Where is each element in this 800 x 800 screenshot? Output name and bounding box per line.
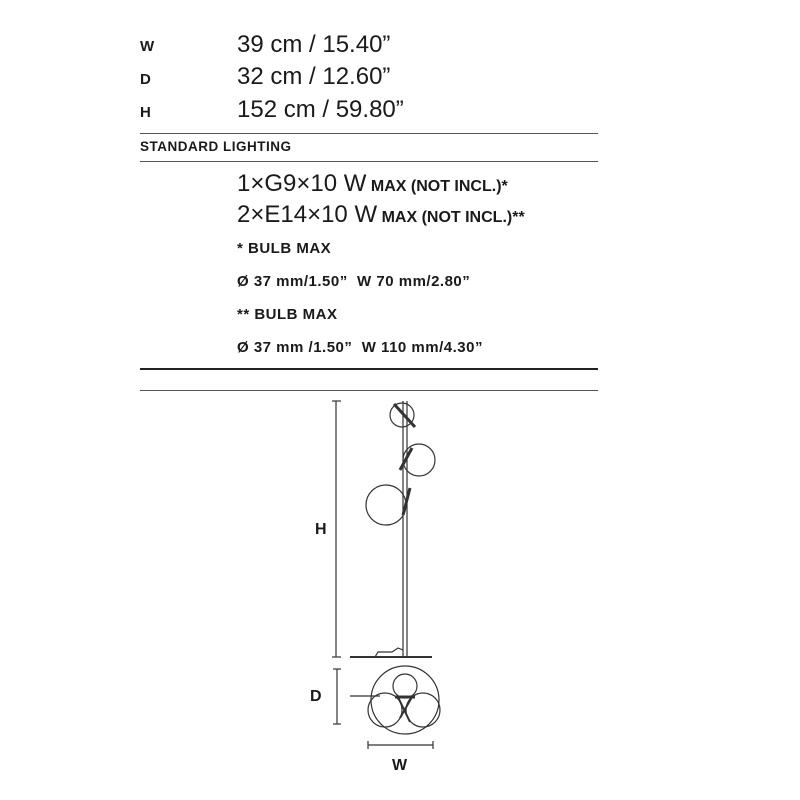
divider: [140, 133, 598, 134]
dim-label-h: H: [140, 104, 151, 121]
dim-value-d: 32 cm / 12.60”: [237, 63, 391, 90]
bulb-spec-1: 1×G9×10 W MAX (NOT INCL.)*: [237, 170, 508, 198]
divider: [140, 161, 598, 162]
bulb-spec-main: 1×G9×10 W: [237, 170, 367, 197]
bulb-spec-suffix: MAX (NOT INCL.)*: [370, 178, 508, 195]
depth-dimension-line: [333, 668, 380, 725]
lighting-heading: STANDARD LIGHTING: [140, 139, 292, 154]
height-dimension-line: [332, 400, 341, 658]
dim-value-w: 39 cm / 15.40”: [237, 31, 391, 58]
divider-thick: [140, 368, 598, 370]
lamp-top-view: [367, 665, 441, 735]
bulb-note: * BULB MAX: [237, 240, 332, 257]
drawing-label-d: D: [310, 688, 322, 705]
width-dimension-line: [367, 741, 434, 749]
divider: [140, 390, 598, 391]
dim-label-d: D: [140, 71, 151, 88]
bulb-note: Ø 37 mm /1.50” W 110 mm/4.30”: [237, 339, 483, 356]
drawing-label-h: H: [315, 521, 327, 538]
bulb-note: ** BULB MAX: [237, 306, 338, 323]
bulb-spec-2: 2×E14×10 W MAX (NOT INCL.)**: [237, 201, 525, 229]
bulb-spec-main: 2×E14×10 W: [237, 201, 378, 228]
dim-label-w: W: [140, 38, 155, 55]
dim-value-h: 152 cm / 59.80”: [237, 96, 404, 123]
bulb-spec-suffix: MAX (NOT INCL.)**: [381, 209, 525, 226]
lamp-side-view: [350, 401, 436, 658]
bulb-note: Ø 37 mm/1.50” W 70 mm/2.80”: [237, 273, 471, 290]
drawing-label-w: W: [392, 757, 408, 774]
